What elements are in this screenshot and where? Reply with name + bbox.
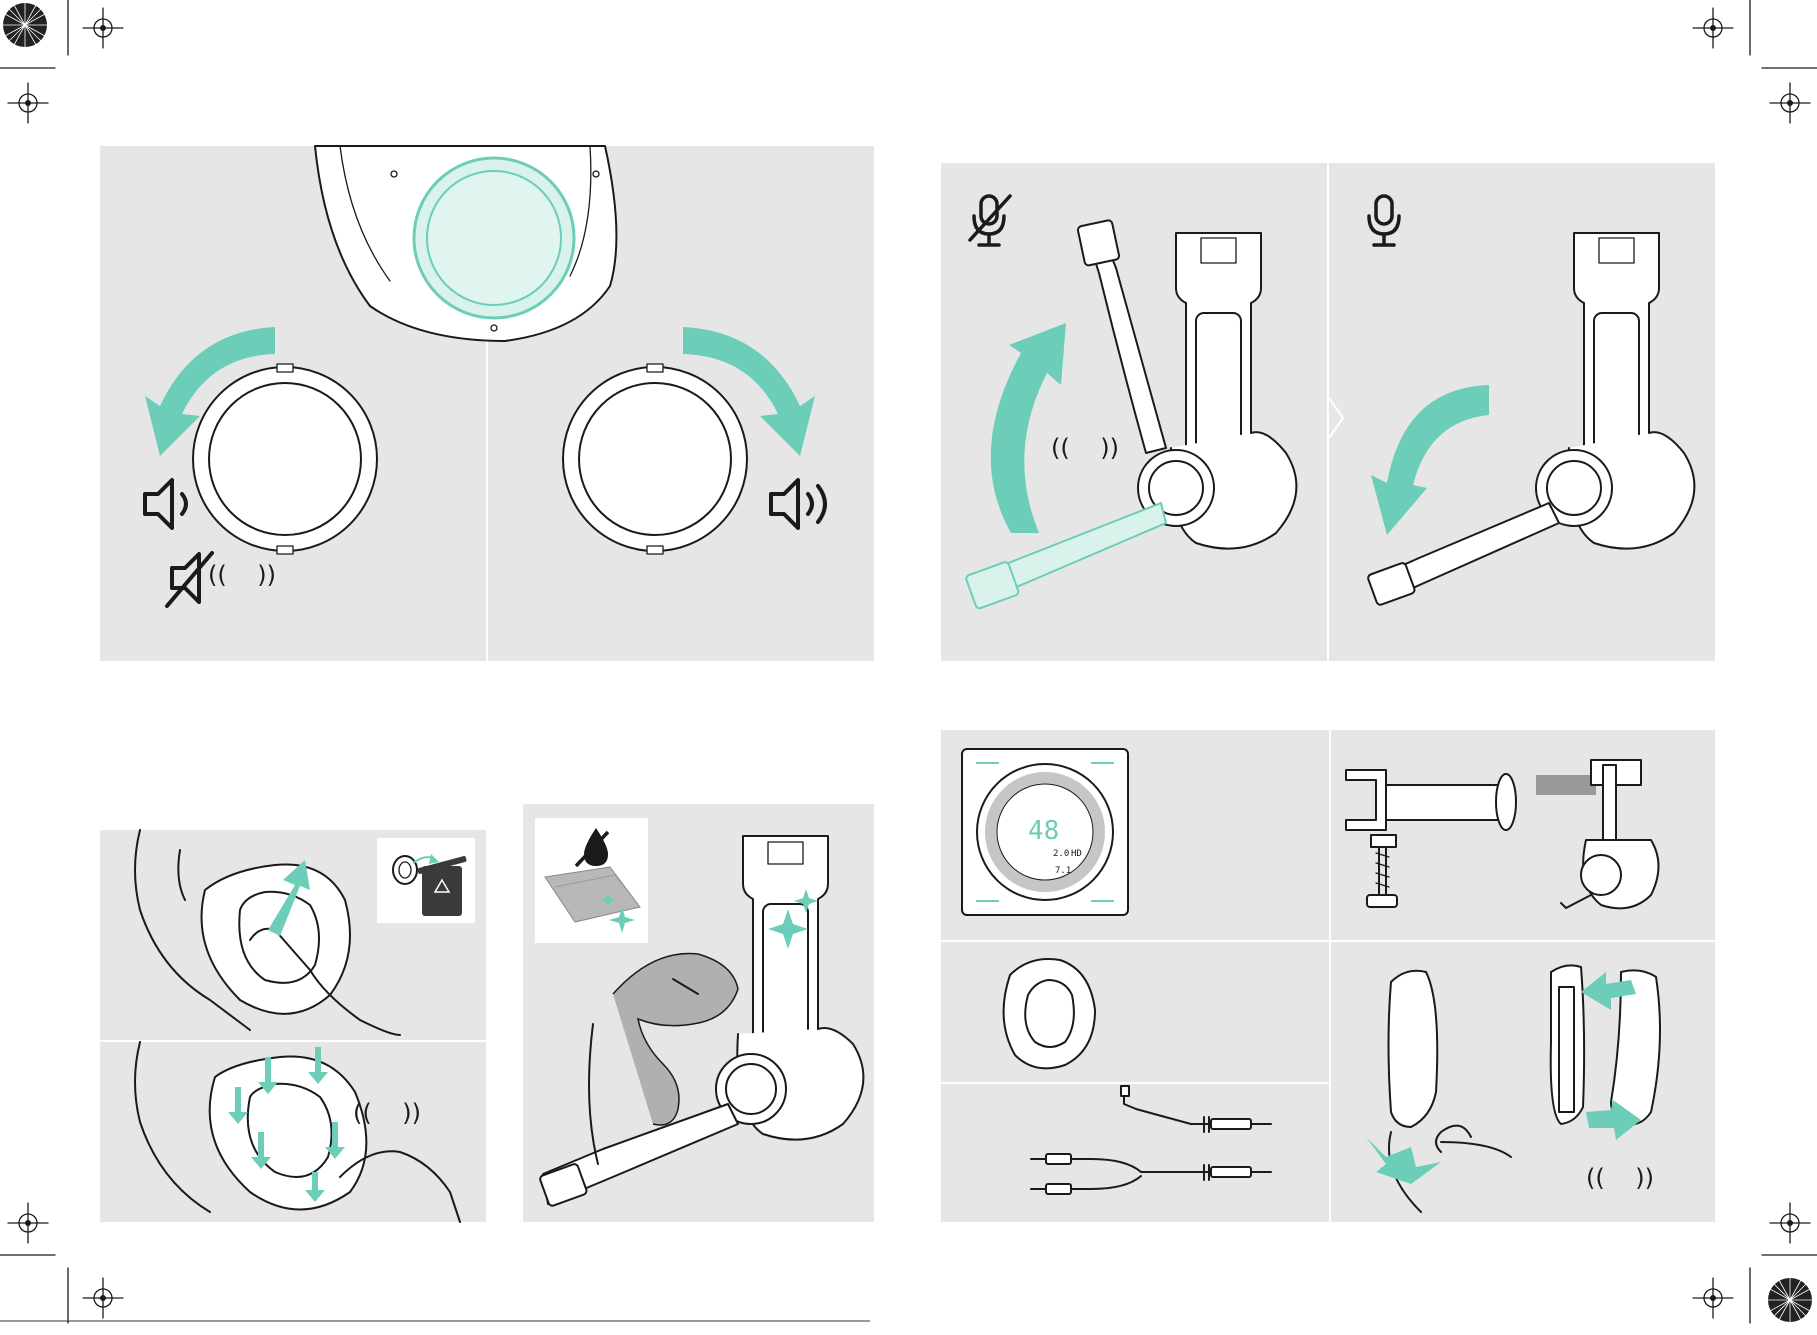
display-volume-value: 48 xyxy=(1028,816,1059,846)
display-surround-label: 7.1 xyxy=(1055,866,1071,876)
crop-crosshair-3 xyxy=(8,83,48,123)
display-mode-left: 2.0 xyxy=(1053,849,1069,859)
display-mode-right: HD xyxy=(1071,849,1082,859)
crop-crosshair-5 xyxy=(8,1203,48,1243)
rotate-down-arrow xyxy=(1371,385,1489,535)
crop-crosshair-1 xyxy=(83,8,123,48)
headset-mic-up-illustration xyxy=(941,163,1327,661)
speaker-low-icon xyxy=(140,474,200,534)
crop-crosshair-7 xyxy=(83,1278,123,1318)
earpad-attach-illustration xyxy=(100,1042,486,1222)
spare-earpad-illustration xyxy=(990,950,1110,1080)
beep-indicator-headband: (( )) xyxy=(1586,1164,1654,1192)
beep-indicator-mic: (( )) xyxy=(1051,434,1119,462)
registration-mark-top-left xyxy=(0,0,60,60)
cloth-icon xyxy=(540,867,655,947)
recycle-bin-icon xyxy=(377,838,475,923)
pull-off-pad-arrow xyxy=(1366,1137,1441,1184)
beep-indicator-left: (( )) xyxy=(208,561,276,589)
beep-indicator-earpad: (( )) xyxy=(353,1099,421,1127)
crop-crosshair-6 xyxy=(1770,1203,1810,1243)
crop-crosshair-4 xyxy=(1770,83,1810,123)
water-drop-icon xyxy=(574,824,614,869)
rotate-up-arrow xyxy=(991,323,1066,533)
headband-pad-replace-illustration xyxy=(1331,942,1715,1222)
desk-clamp-illustration xyxy=(1331,745,1711,925)
headset-mic-down-illustration xyxy=(1329,163,1715,661)
crop-crosshair-2 xyxy=(1693,8,1733,48)
registration-mark-bottom-right xyxy=(1765,1275,1817,1335)
crop-crosshair-8 xyxy=(1693,1278,1733,1318)
speaker-high-icon xyxy=(766,474,836,534)
audio-cables-illustration xyxy=(941,1084,1329,1222)
